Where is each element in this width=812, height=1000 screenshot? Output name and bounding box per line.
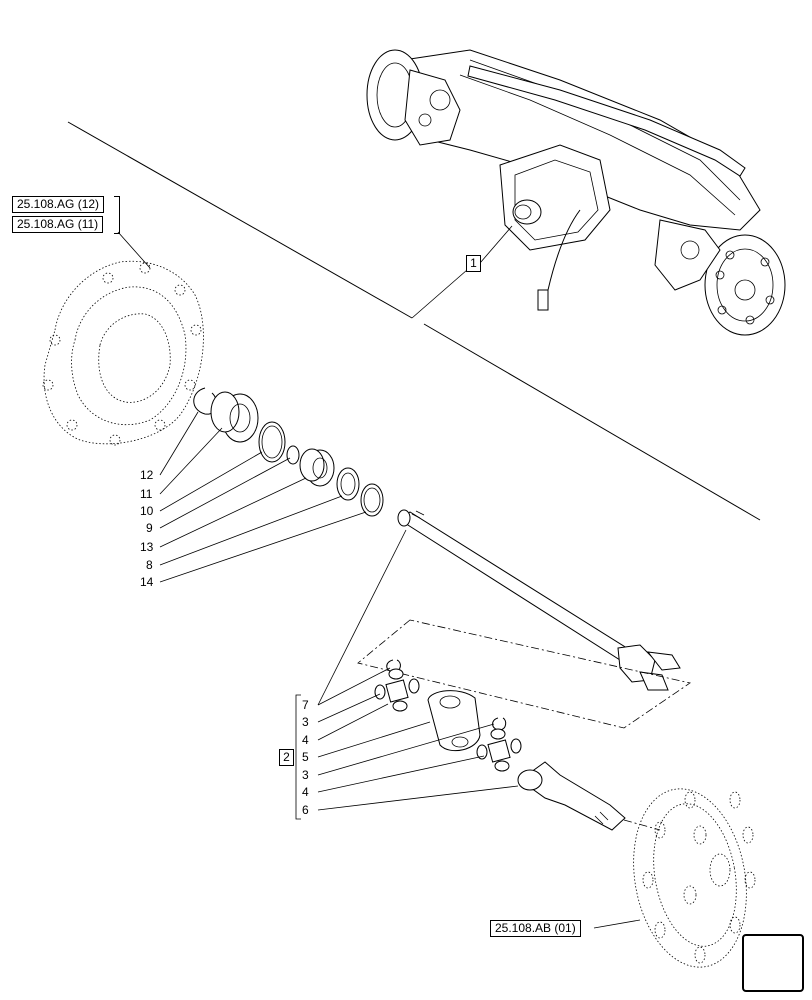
axle-shaft[interactable] — [397, 509, 681, 691]
coupler-yoke-5[interactable] — [427, 690, 481, 752]
shim-14[interactable] — [360, 483, 384, 517]
snap-ring-3b[interactable] — [492, 717, 507, 731]
callout-joint-7: 7 — [302, 698, 309, 712]
axle-assembly[interactable] — [366, 49, 786, 336]
stub-shaft-6[interactable] — [517, 761, 626, 831]
callout-11: 11 — [140, 487, 153, 501]
callout-joint-4: 4 — [302, 733, 309, 747]
assembly-label-axle[interactable]: 1 — [466, 255, 481, 272]
ref-box-ag11[interactable]: 25.108.AG (11) — [12, 216, 104, 233]
o-ring-10[interactable] — [258, 421, 286, 463]
bearing-13[interactable] — [299, 448, 335, 487]
callout-8: 8 — [146, 558, 153, 572]
bushing-11[interactable] — [210, 391, 259, 443]
callout-joint-4b: 4 — [302, 785, 309, 799]
callout-9: 9 — [146, 521, 153, 535]
callout-13: 13 — [140, 540, 154, 554]
next-page-button[interactable] — [742, 934, 804, 992]
ref-box-ag12[interactable]: 25.108.AG (12) — [12, 196, 105, 213]
wheel-flange[interactable] — [620, 780, 760, 976]
callout-14: 14 — [140, 575, 154, 589]
callout-12: 12 — [140, 468, 154, 482]
spider-4b[interactable] — [476, 728, 522, 772]
hub-housing[interactable] — [42, 260, 204, 446]
separator-line-2 — [423, 323, 761, 521]
callout-joint-3: 3 — [302, 715, 309, 729]
callout-joint-5: 5 — [302, 750, 309, 764]
seal-8[interactable] — [336, 467, 360, 501]
separator-line — [67, 121, 413, 319]
ref-box-ab01[interactable]: 25.108.AB (01) — [490, 920, 581, 937]
assembly-label-joint[interactable]: 2 — [279, 749, 294, 766]
spider-3a[interactable] — [374, 668, 420, 712]
ref-bracket — [114, 196, 120, 234]
callout-joint-3b: 3 — [302, 768, 309, 782]
callout-10: 10 — [140, 504, 154, 518]
callout-joint-6: 6 — [302, 803, 309, 817]
ring-9[interactable] — [286, 445, 300, 465]
